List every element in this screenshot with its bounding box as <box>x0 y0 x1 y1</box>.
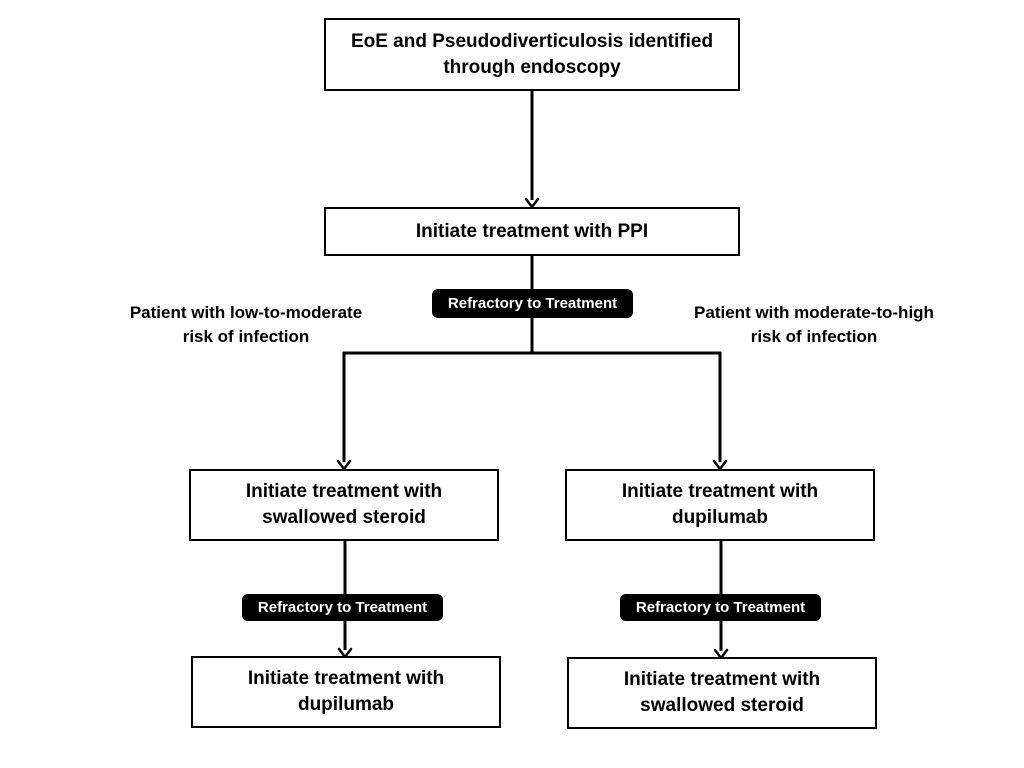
node-right-dupilumab-line1: Initiate treatment with <box>621 481 819 502</box>
node-left-dupilumab: Initiate treatment with dupilumab <box>191 656 501 728</box>
node-left-dupilumab-line1: Initiate treatment with <box>247 668 445 689</box>
node-left-dupilumab-line2: dupilumab <box>297 694 395 715</box>
node-start: EoE and Pseudodiverticulosis identified … <box>324 18 740 91</box>
branch-label-right-line1: Patient with moderate-to-high <box>694 303 934 322</box>
node-right-steroid-line1: Initiate treatment with <box>623 669 821 690</box>
refractory-badge-top-label: Refractory to Treatment <box>447 295 618 312</box>
arrowhead-ppi <box>524 197 540 209</box>
refractory-badge-right-label: Refractory to Treatment <box>635 599 806 616</box>
arrowhead-right-box <box>712 459 728 471</box>
node-left-steroid-line1: Initiate treatment with <box>245 481 443 502</box>
node-left-steroid: Initiate treatment with swallowed steroi… <box>189 469 499 541</box>
node-right-dupilumab-line2: dupilumab <box>671 507 769 528</box>
node-start-line2: through endoscopy <box>443 56 621 78</box>
branch-label-right: Patient with moderate-to-high risk of in… <box>670 301 958 349</box>
node-right-steroid-line2: swallowed steroid <box>640 695 804 716</box>
refractory-badge-left-label: Refractory to Treatment <box>257 599 428 616</box>
arrowhead-left-box <box>336 459 352 471</box>
node-right-steroid: Initiate treatment with swallowed steroi… <box>567 657 877 729</box>
branch-label-left: Patient with low-to-moderate risk of inf… <box>106 301 386 349</box>
branch-label-left-line2: risk of infection <box>182 327 310 346</box>
branch-label-left-line1: Patient with low-to-moderate <box>129 303 363 322</box>
refractory-badge-top: Refractory to Treatment <box>432 289 633 318</box>
node-left-steroid-line2: swallowed steroid <box>262 507 426 528</box>
branch-label-right-line2: risk of infection <box>750 327 878 346</box>
node-ppi: Initiate treatment with PPI <box>324 207 740 256</box>
refractory-badge-left: Refractory to Treatment <box>242 594 443 621</box>
node-right-dupilumab: Initiate treatment with dupilumab <box>565 469 875 541</box>
refractory-badge-right: Refractory to Treatment <box>620 594 821 621</box>
node-start-line1: EoE and Pseudodiverticulosis identified <box>350 30 714 52</box>
node-ppi-label: Initiate treatment with PPI <box>415 220 649 242</box>
